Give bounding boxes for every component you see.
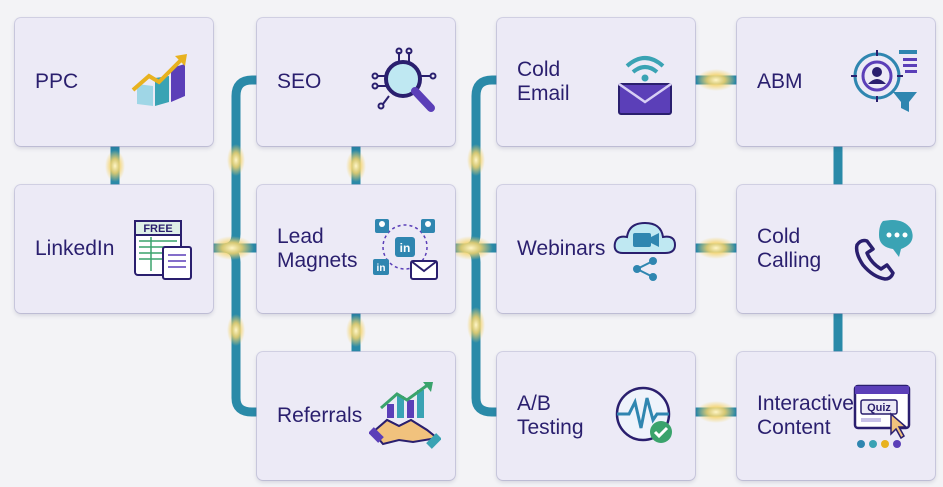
svg-text:FREE: FREE — [143, 223, 172, 235]
bar-chart-growth-icon — [127, 46, 199, 118]
node-cold-calling: Cold Calling — [737, 185, 935, 313]
node-webinars-label: Webinars — [517, 237, 606, 260]
node-cold-email-label: Cold Email — [517, 58, 570, 105]
free-document-icon: FREE — [127, 213, 199, 285]
node-seo-label: SEO — [277, 70, 322, 93]
cloud-video-share-icon — [609, 213, 681, 285]
node-lead-magnets-label: Lead Magnets — [277, 225, 358, 272]
magnifier-circuit-icon — [369, 46, 441, 118]
node-abm-label: ABM — [757, 70, 803, 93]
node-abm: ABM — [737, 18, 935, 146]
node-seo: SEO — [257, 18, 455, 146]
node-ab-testing: A/B Testing — [497, 352, 695, 480]
handshake-growth-icon — [369, 380, 441, 452]
connector-glows — [105, 69, 736, 423]
svg-text:in: in — [400, 241, 411, 255]
envelope-signal-icon — [609, 46, 681, 118]
node-linkedin: LinkedIn FREE — [15, 185, 213, 313]
target-user-funnel-icon — [849, 46, 921, 118]
node-interactive-content: Interactive Content Quiz — [737, 352, 935, 480]
node-ab-testing-label: A/B Testing — [517, 392, 584, 439]
quiz-window-icon: Quiz — [849, 380, 921, 452]
node-webinars: Webinars — [497, 185, 695, 313]
node-referrals-label: Referrals — [277, 404, 363, 427]
node-interactive-content-label: Interactive Content — [757, 392, 854, 439]
node-cold-calling-label: Cold Calling — [757, 225, 822, 272]
node-cold-email: Cold Email — [497, 18, 695, 146]
linkedin-network-email-icon: in in — [369, 213, 441, 285]
svg-text:in: in — [377, 263, 386, 274]
node-ppc: PPC — [15, 18, 213, 146]
phone-chat-icon — [849, 213, 921, 285]
node-referrals: Referrals — [257, 352, 455, 480]
node-linkedin-label: LinkedIn — [35, 237, 115, 260]
node-lead-magnets: Lead Magnets in in — [257, 185, 455, 313]
svg-text:Quiz: Quiz — [867, 402, 891, 414]
pulse-check-icon — [609, 380, 681, 452]
node-ppc-label: PPC — [35, 70, 79, 93]
